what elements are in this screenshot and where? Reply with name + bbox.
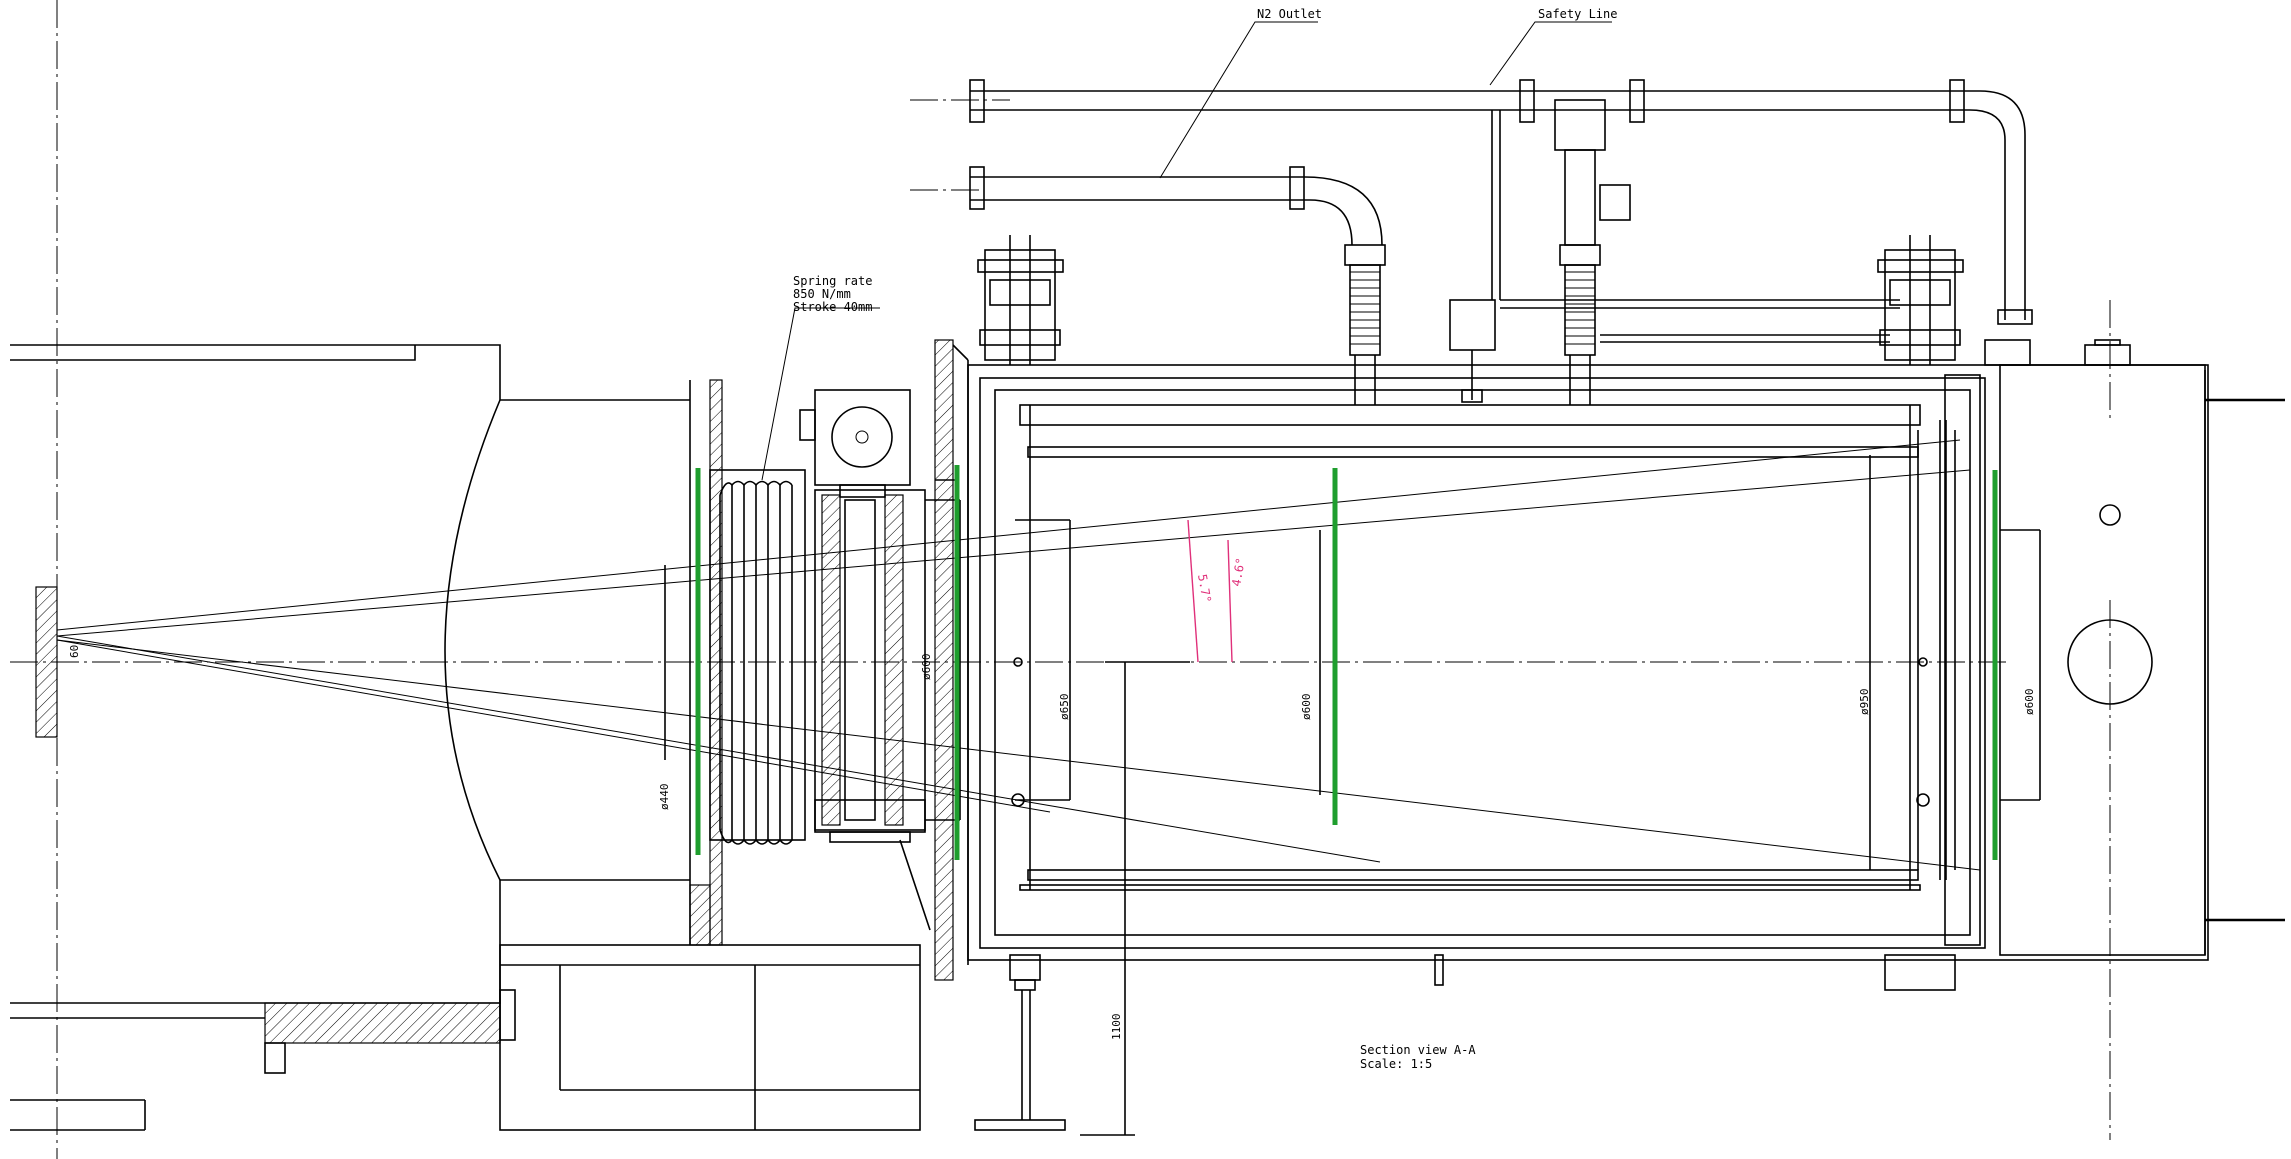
source-target: 60 xyxy=(35,439,1981,871)
dim-600-left: ø600 xyxy=(920,654,933,681)
safety-line-label: Safety Line xyxy=(1538,7,1617,21)
title-block: Section view A-A Scale: 1:5 xyxy=(1360,1043,1476,1071)
n2-port-bellows xyxy=(1344,244,1386,405)
dim-600-right: ø600 xyxy=(2023,689,2036,716)
bellows-assembly: ø440 Spring rate 850 N/mm Stroke 40mm xyxy=(658,274,880,855)
callouts: N2 Outlet Safety Line xyxy=(1159,7,1617,179)
dim-1100: 1100 xyxy=(1110,1014,1123,1041)
dim-950: ø950 xyxy=(1858,689,1871,716)
left-chamber xyxy=(10,344,921,1131)
section-view-label: Section view A-A xyxy=(1360,1043,1476,1057)
dim-600-mid: ø600 xyxy=(1300,694,1313,721)
gate-valve: ø600 xyxy=(799,389,961,931)
top-ports xyxy=(977,235,2131,405)
scale-label: Scale: 1:5 xyxy=(1360,1057,1432,1071)
center-lines xyxy=(10,0,2111,1159)
main-flange xyxy=(934,339,969,981)
spring-rate-line2: 850 N/mm xyxy=(793,287,851,301)
spring-rate-line3: Stroke 40mm xyxy=(793,300,872,314)
safety-port-bellows xyxy=(1559,244,1601,405)
dim-440: ø440 xyxy=(658,784,671,811)
n2-outlet-label: N2 Outlet xyxy=(1257,7,1322,21)
angle-5-7: 5.7° xyxy=(1195,573,1214,604)
angle-4-6: 4.6° xyxy=(1229,557,1248,588)
pipework xyxy=(969,79,2033,343)
angle-annotations: 5.7° 4.6° xyxy=(1187,519,1248,663)
spring-rate-line1: Spring rate xyxy=(793,274,872,288)
dim-650: ø650 xyxy=(1058,694,1071,721)
dim-60: 60 xyxy=(68,645,81,658)
main-vessel: 1100 ø650 ø600 ø950 ø600 xyxy=(967,364,2285,1136)
bellows-convolutions xyxy=(719,480,793,845)
